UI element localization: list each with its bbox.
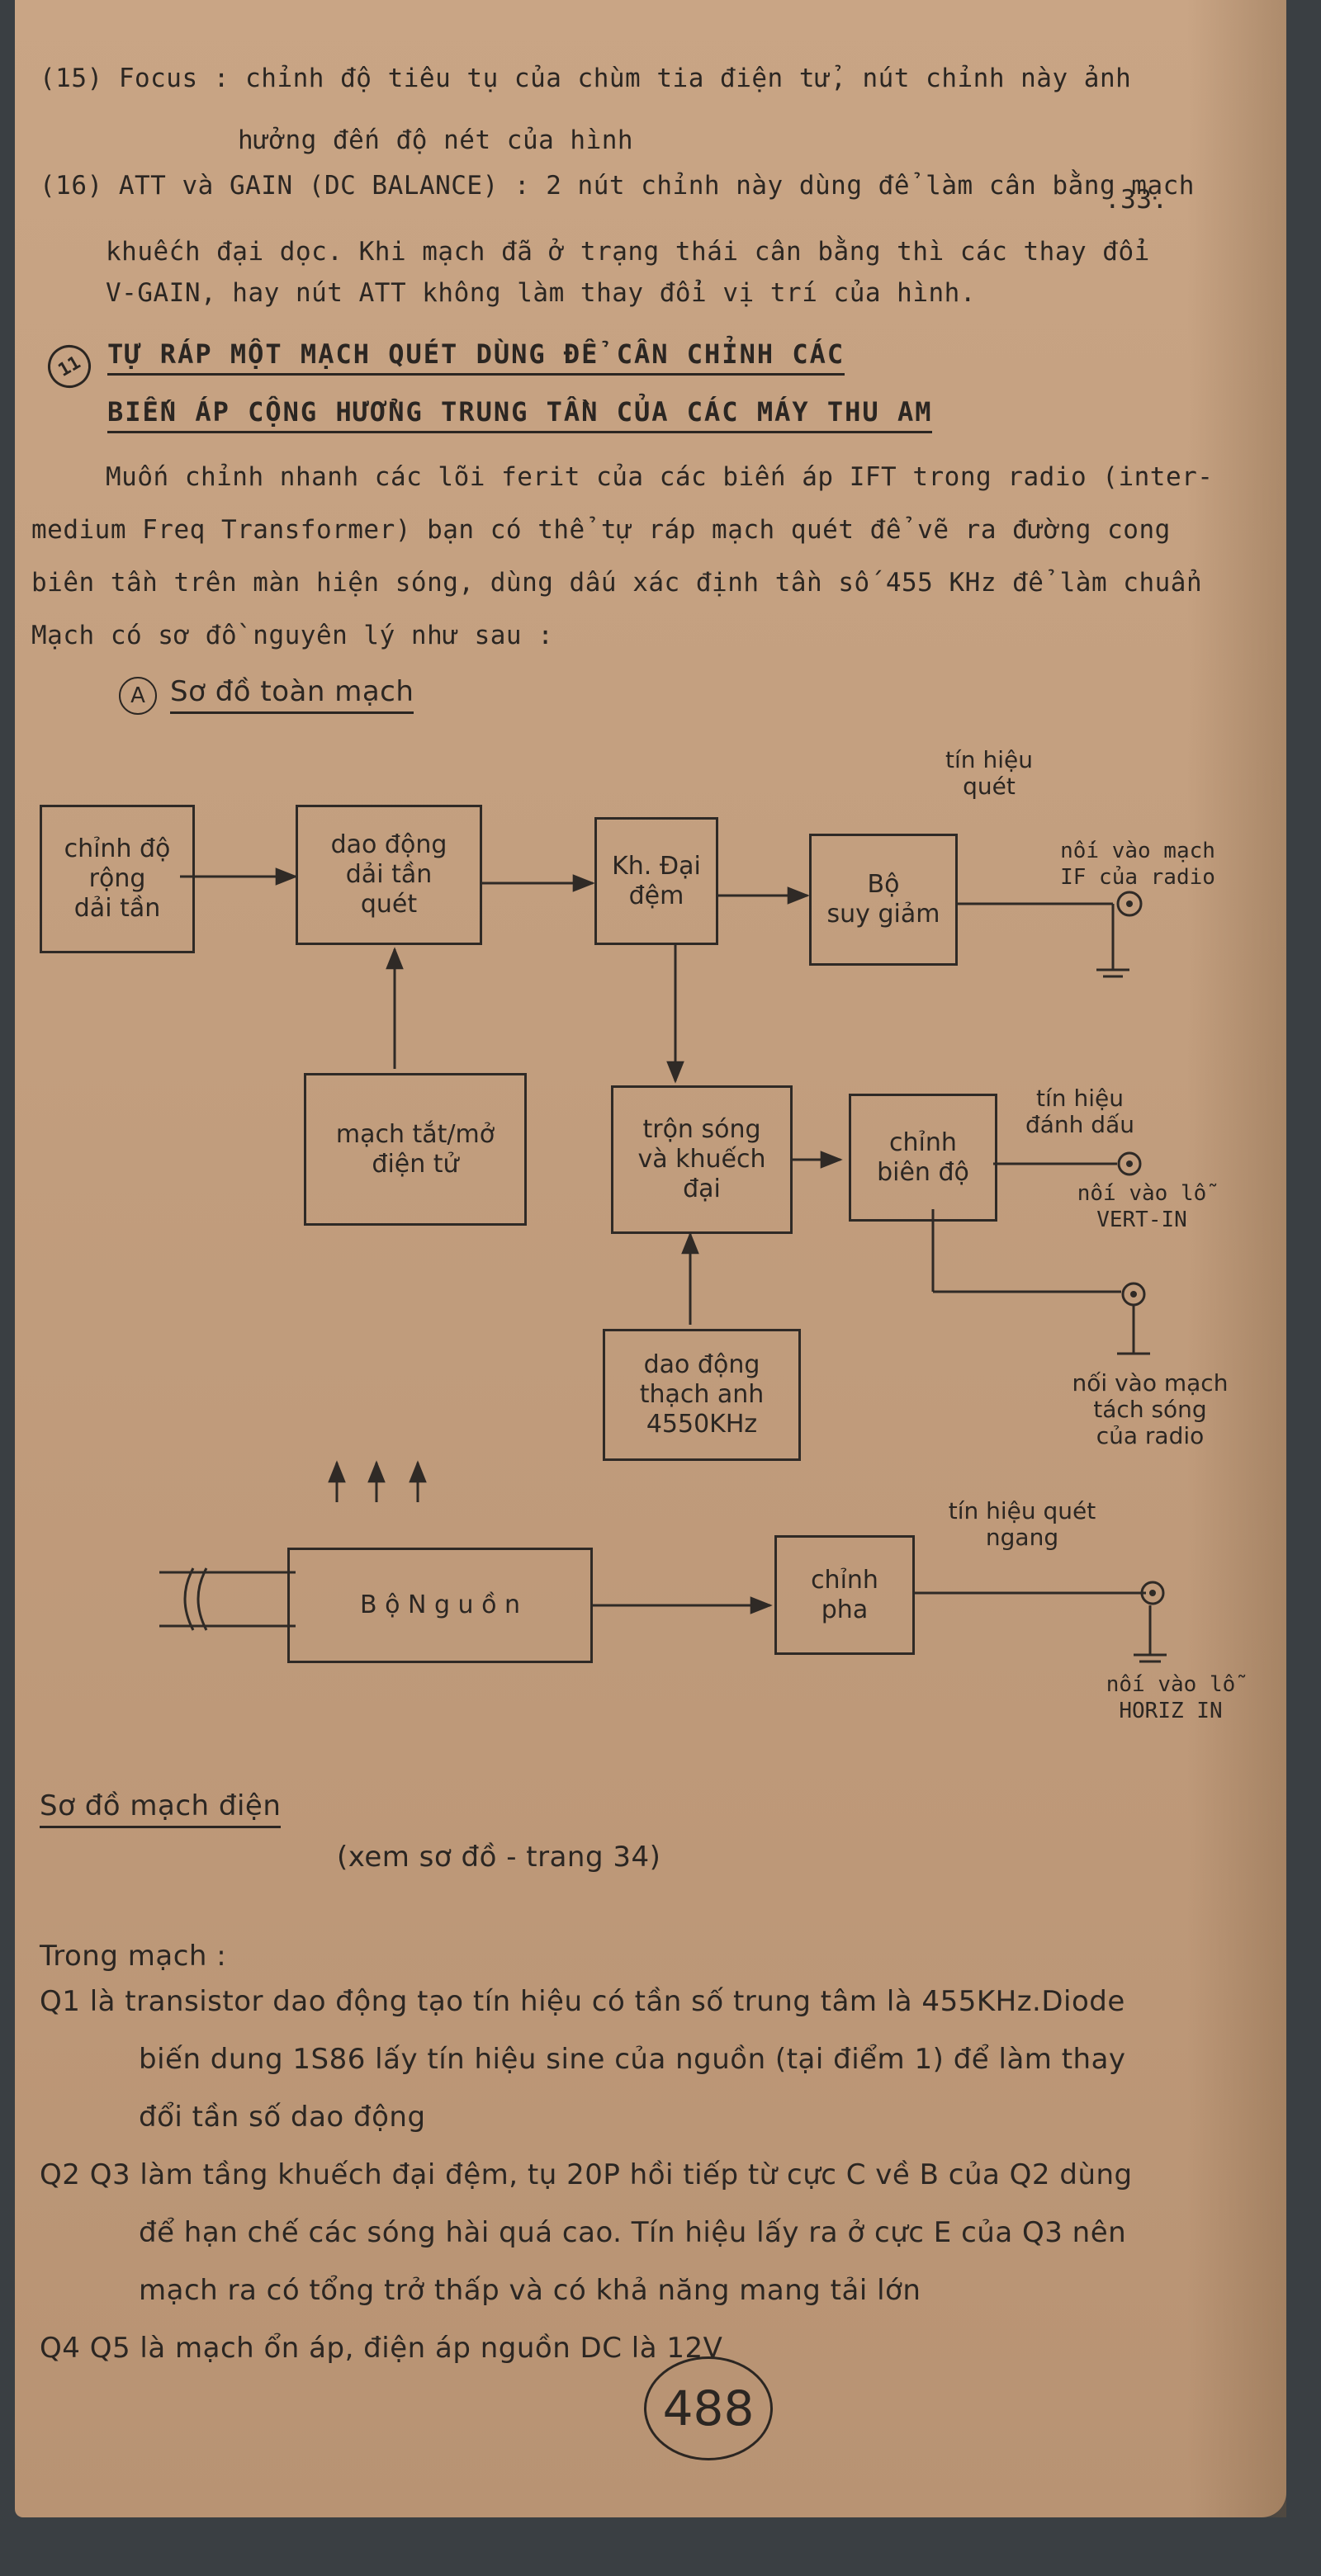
page-spine-shadow bbox=[1187, 0, 1286, 2517]
block-phase-adjust: chỉnh pha bbox=[774, 1535, 915, 1655]
item-15-line1: (15) Focus : chỉnh độ tiêu tụ của chùm t… bbox=[40, 64, 1132, 93]
q2q3-line3: mạch ra có tổng trở thấp và có khả năng … bbox=[139, 2274, 921, 2307]
label-connect-vert-in: nối vào lỗ VERT-IN bbox=[1077, 1181, 1207, 1232]
book-page: (15) Focus : chỉnh độ tiêu tụ của chùm t… bbox=[15, 0, 1286, 2517]
block-amplitude-adjust: chỉnh biên độ bbox=[849, 1094, 997, 1222]
in-circuit-intro: Trong mạch : bbox=[40, 1940, 227, 1973]
label-sweep-signal: tín hiệu quét bbox=[945, 746, 1033, 800]
page-reference: .33. bbox=[1105, 185, 1168, 215]
section-title-line2: BIẾN ÁP CỘNG HƯỞNG TRUNG TẦN CỦA CÁC MÁY… bbox=[107, 396, 933, 433]
item-16-line1: (16) ATT và GAIN (DC BALANCE) : 2 nút ch… bbox=[40, 171, 1195, 201]
block-sweep-oscillator: dao động dải tần quét bbox=[296, 805, 482, 945]
q1-line2: biến dung 1S86 lấy tín hiệu sine của ngu… bbox=[139, 2043, 1126, 2076]
label-horizontal-sweep-signal: tín hiệu quét ngang bbox=[948, 1497, 1096, 1551]
q2q3-line2: để hạn chế các sóng hài quá cao. Tín hiệ… bbox=[139, 2216, 1127, 2249]
intro-line4: Mạch có sơ đồ nguyên lý như sau : bbox=[31, 621, 554, 650]
section-title-line1: TỰ RÁP MỘT MẠCH QUÉT DÙNG ĐỂ CÂN CHỈNH C… bbox=[107, 338, 845, 376]
handwritten-page-number: 488 bbox=[644, 2356, 773, 2460]
block-mixer-amp: trộn sóng và khuếch đại bbox=[611, 1085, 793, 1234]
item-16-line3: V-GAIN, hay nút ATT không làm thay đổi v… bbox=[106, 278, 976, 308]
circuit-diagram-reference: (xem sơ đồ - trang 34) bbox=[337, 1841, 661, 1874]
q1-line1: Q1 là transistor dao động tạo tín hiệu c… bbox=[40, 1985, 1125, 2018]
label-marker-signal: tín hiệu đánh dấu bbox=[1025, 1085, 1134, 1138]
label-connect-horiz-in: nối vào lỗ HORIZ IN bbox=[1106, 1672, 1236, 1723]
q1-line3: đổi tần số dao động bbox=[139, 2101, 426, 2134]
label-connect-if: nối vào mạch IF của radio bbox=[1060, 839, 1215, 890]
block-bandwidth-adjust: chỉnh độ rộng dải tần bbox=[40, 805, 195, 953]
intro-line3: biên tần trên màn hiện sóng, dùng dấu xá… bbox=[31, 568, 1203, 598]
item-16-line2: khuếch đại dọc. Khi mạch đã ở trạng thái… bbox=[106, 237, 1150, 267]
block-crystal-oscillator: dao động thạch anh 4550KHz bbox=[603, 1329, 801, 1461]
block-power-supply: B ộ N g u ồ n bbox=[287, 1548, 593, 1663]
subsection-title: Sơ đồ toàn mạch bbox=[170, 675, 414, 714]
block-electronic-switch: mạch tắt/mở điện tử bbox=[304, 1073, 527, 1226]
block-attenuator: Bộ suy giảm bbox=[809, 834, 958, 966]
circuit-diagram-title: Sơ đồ mạch điện bbox=[40, 1789, 282, 1828]
q4q5-line: Q4 Q5 là mạch ổn áp, điện áp nguồn DC là… bbox=[40, 2332, 723, 2365]
block-diagram-wires bbox=[159, 867, 1167, 1663]
block-buffer-amp: Kh. Đại đệm bbox=[594, 817, 718, 945]
item-15-line2: hưởng đến độ nét của hình bbox=[238, 125, 634, 155]
intro-line1: Muốn chỉnh nhanh các lõi ferit của các b… bbox=[106, 462, 1214, 492]
intro-line2: medium Freq Transformer) bạn có thể tự r… bbox=[31, 515, 1171, 545]
q2q3-line1: Q2 Q3 làm tầng khuếch đại đệm, tụ 20P hồ… bbox=[40, 2158, 1133, 2191]
subsection-letter: A bbox=[119, 677, 157, 715]
label-connect-detector: nối vào mạch tách sóng của radio bbox=[1072, 1369, 1229, 1449]
